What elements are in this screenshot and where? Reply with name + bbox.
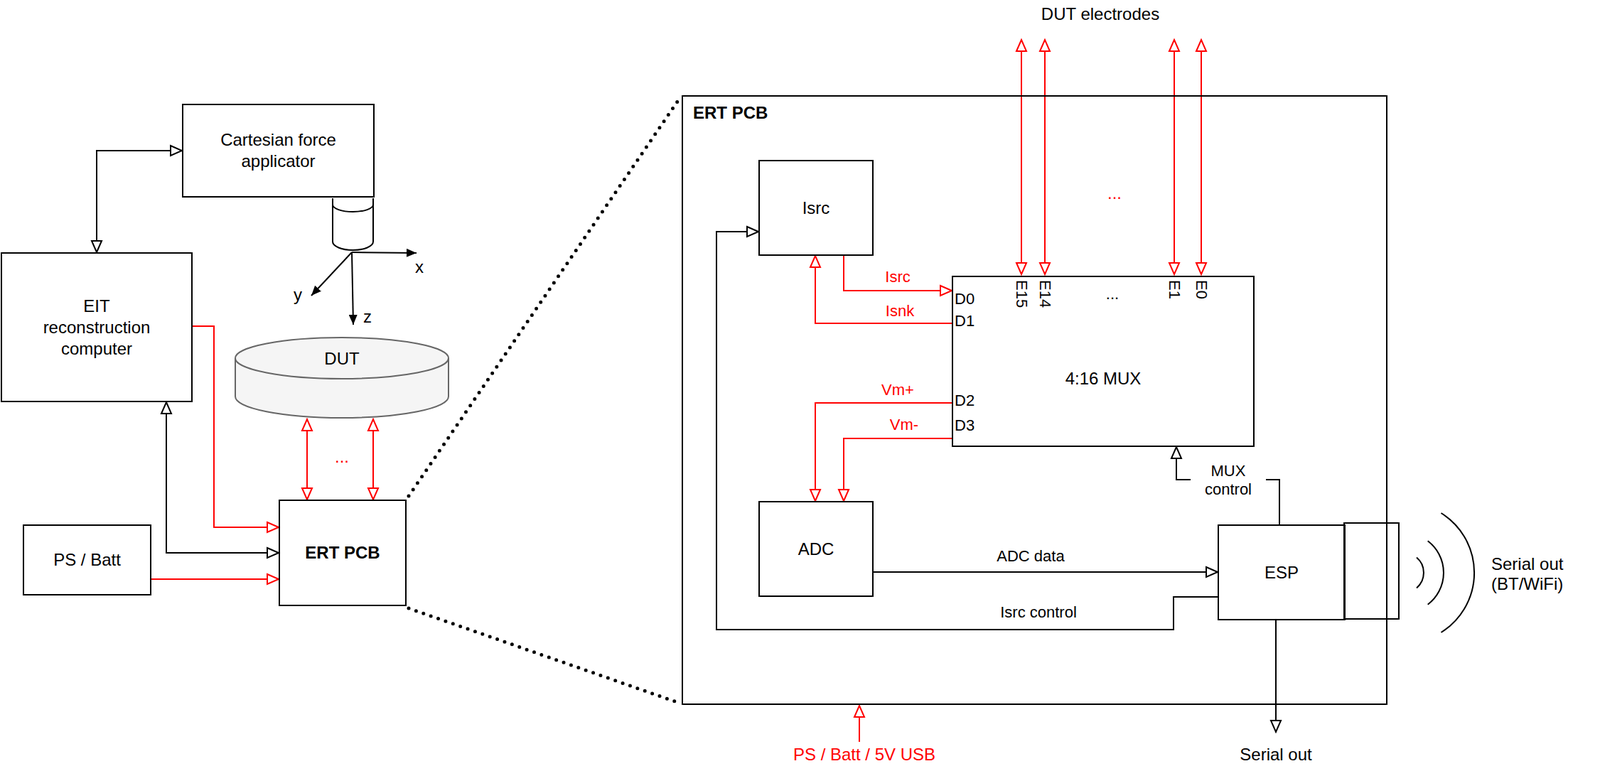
pin-label: D2: [954, 391, 975, 411]
electrode-wire: [1200, 39, 1202, 275]
pin-label: D3: [954, 416, 975, 436]
edge-label: Isrc control: [997, 603, 1079, 622]
connector: [1176, 447, 1280, 525]
pin-label: E1: [1164, 280, 1184, 300]
current-source-box: Isrc: [758, 159, 874, 256]
end-effector: [332, 198, 374, 251]
ellipsis: ...: [1107, 183, 1122, 204]
connector: [716, 231, 1218, 630]
axis-label: x: [415, 257, 424, 278]
edge-label: Vm+: [879, 380, 917, 400]
node-text: EIT reconstruction computer: [31, 295, 163, 360]
axis-label: y: [293, 285, 303, 305]
pin-label: D0: [954, 290, 975, 309]
end-effector-rim: [332, 204, 374, 212]
edge-label: Isnk: [883, 302, 917, 321]
connector: [372, 419, 374, 500]
serial-wire: [1275, 619, 1277, 733]
connector: [843, 438, 952, 502]
electrode-wire: [1173, 39, 1175, 275]
port-label: Serial out: [1239, 744, 1312, 765]
node-text: ERT PCB: [304, 542, 380, 564]
pin-label: E14: [1035, 280, 1055, 308]
radio-module: [1344, 523, 1399, 620]
wireless-arc: [1441, 513, 1475, 633]
connector: [151, 578, 279, 581]
zoom-line: [408, 99, 679, 497]
wireless-arc: [1427, 540, 1444, 605]
axis-label: z: [363, 307, 372, 327]
panel-heading: ERT PCB: [693, 102, 768, 124]
pin-label: E0: [1192, 280, 1211, 300]
connector: [873, 571, 1218, 573]
connector: [815, 255, 952, 324]
node-text: DUT: [324, 348, 359, 370]
node-text: Cartesian force applicator: [200, 129, 357, 173]
wireless-arc: [1416, 557, 1424, 589]
node-text: 4:16 MUX: [1065, 368, 1142, 390]
z-axis: [351, 252, 354, 325]
computer-box: EIT reconstruction computer: [0, 252, 193, 403]
edge-label: ADC data: [994, 547, 1067, 566]
ellipsis: ...: [1105, 285, 1119, 304]
cylinder-top: [235, 337, 449, 379]
pin-label: E15: [1012, 280, 1031, 308]
connector: [843, 255, 952, 291]
mcu-box: ESP: [1217, 524, 1346, 621]
pin-label: D1: [954, 312, 975, 331]
edge-label: Vm-: [887, 415, 921, 435]
node-text: Isrc: [802, 197, 831, 219]
node-text: ADC: [798, 538, 835, 561]
dut-cylinder: DUT: [234, 336, 450, 420]
power-label: PS / Batt / 5V USB: [793, 744, 936, 765]
port-label: Serial out (BT/WiFi): [1491, 554, 1598, 595]
edge-label: Isrc: [882, 267, 912, 287]
power-box: PS / Batt: [22, 524, 152, 596]
connector: [306, 419, 308, 500]
node-text: PS / Batt: [53, 549, 121, 571]
electrode-wire: [1044, 39, 1046, 275]
mux-box: 4:16 MUX: [951, 275, 1255, 448]
zoom-line: [408, 608, 679, 703]
power-wire: [858, 705, 861, 743]
adc-box: ADC: [758, 501, 874, 598]
electrode-wire: [1020, 39, 1023, 275]
y-axis: [311, 252, 352, 296]
edge-label: MUX control: [1190, 462, 1266, 499]
force-applicator-box: Cartesian force applicator: [181, 103, 375, 198]
x-axis: [351, 252, 417, 254]
port-label: DUT electrodes: [1041, 4, 1160, 25]
connector: [815, 403, 952, 502]
node-text: ESP: [1264, 562, 1299, 584]
pcb-box: ERT PCB: [278, 499, 407, 607]
connector: [96, 150, 182, 253]
connector: [166, 402, 279, 553]
ellipsis: ...: [334, 447, 350, 467]
